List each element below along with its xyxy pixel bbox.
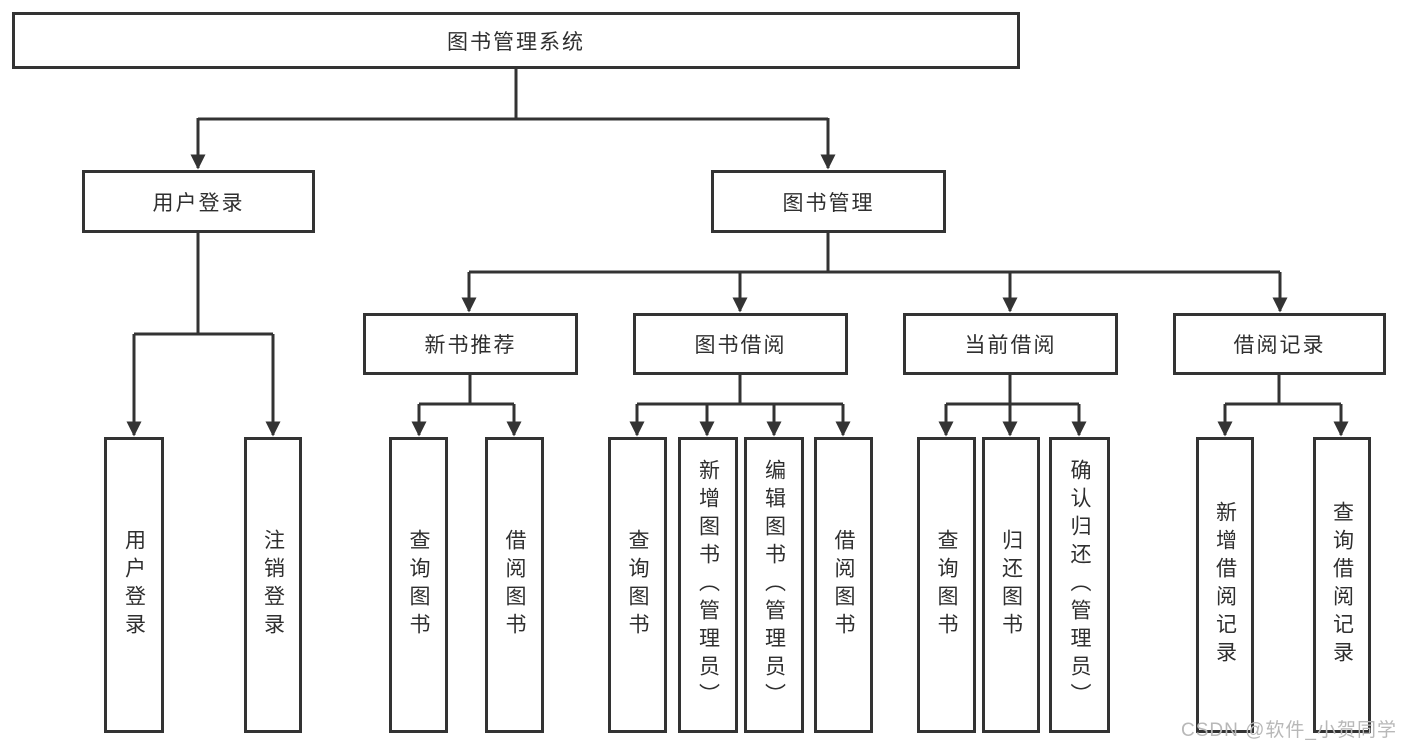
leaf-query-books-current: 查询图书 xyxy=(917,437,976,733)
node-label: 用户登录 xyxy=(152,191,245,215)
node-label: 图书借阅 xyxy=(694,334,787,357)
leaf-borrow-books-recommend: 借阅图书 xyxy=(485,437,544,733)
leaf-user-login: 用户登录 xyxy=(104,437,164,733)
node-label: 新书推荐 xyxy=(424,334,517,357)
node-root-library-management-system: 图书管理系统 xyxy=(12,12,1020,69)
leaf-label: 编辑图书（管理员） xyxy=(762,459,786,711)
leaf-add-borrowing-record: 新增借阅记录 xyxy=(1196,437,1254,733)
leaf-label: 查询图书 xyxy=(935,529,958,641)
node-current-borrowing: 当前借阅 xyxy=(903,313,1118,375)
csdn-watermark: CSDN @软件_小贺同学 xyxy=(1181,720,1397,741)
leaf-borrow-books: 借阅图书 xyxy=(814,437,873,733)
node-label: 借阅记录 xyxy=(1233,334,1326,357)
leaf-label: 归还图书 xyxy=(999,529,1023,641)
leaf-edit-books-admin: 编辑图书（管理员） xyxy=(744,437,804,733)
leaf-logout: 注销登录 xyxy=(244,437,302,733)
leaf-add-books-admin: 新增图书（管理员） xyxy=(678,437,738,733)
node-book-management-branch: 图书管理 xyxy=(711,170,946,233)
node-new-book-recommendation: 新书推荐 xyxy=(363,313,578,375)
node-label: 图书管理 xyxy=(782,191,875,215)
arrow-connectors xyxy=(126,118,1349,437)
leaf-label: 查询图书 xyxy=(407,529,430,641)
leaf-query-books-borrowing: 查询图书 xyxy=(608,437,667,733)
leaf-confirm-return-admin: 确认归还（管理员） xyxy=(1049,437,1110,733)
leaf-label: 查询借阅记录 xyxy=(1330,501,1354,669)
node-book-borrowing: 图书借阅 xyxy=(633,313,848,375)
node-label: 图书管理系统 xyxy=(447,30,585,54)
leaf-label: 查询图书 xyxy=(626,529,649,641)
trunk-lines xyxy=(134,68,1341,406)
leaf-label: 确认归还（管理员） xyxy=(1068,459,1091,711)
leaf-label: 注销登录 xyxy=(261,529,285,641)
leaf-query-borrowing-record: 查询借阅记录 xyxy=(1313,437,1371,733)
node-user-login-branch: 用户登录 xyxy=(82,170,315,233)
leaf-label: 新增借阅记录 xyxy=(1213,501,1237,669)
node-label: 当前借阅 xyxy=(964,334,1057,357)
node-borrowing-records: 借阅记录 xyxy=(1173,313,1386,375)
leaf-label: 借阅图书 xyxy=(503,529,526,641)
leaf-query-books-recommend: 查询图书 xyxy=(389,437,448,733)
leaf-label: 用户登录 xyxy=(122,529,146,641)
leaf-label: 借阅图书 xyxy=(832,529,855,641)
leaf-return-books: 归还图书 xyxy=(982,437,1040,733)
leaf-label: 新增图书（管理员） xyxy=(696,459,720,711)
